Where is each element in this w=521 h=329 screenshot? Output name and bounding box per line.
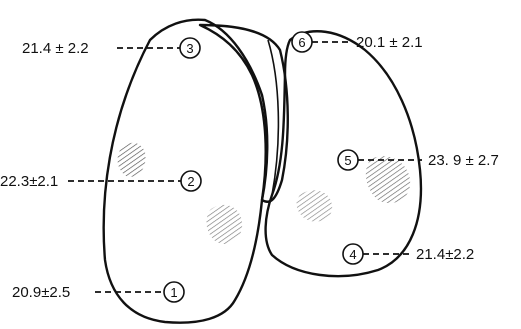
marker-6: 6 20.1 ± 2.1 [292,32,423,52]
marker-3-label: 3 [186,41,193,56]
left-lobe-shading-mid [207,205,243,244]
left-lobe-shading-dark [118,143,146,177]
middle-segment [200,25,288,202]
marker-2: 22.3±2.1 2 [0,171,201,191]
marker-3: 21.4 ± 2.2 3 [22,38,200,58]
marker-4-label: 4 [349,247,356,262]
marker-1: 20.9±2.5 1 [12,282,184,302]
marker-3-value: 21.4 ± 2.2 [22,40,89,57]
right-lobe-shading-dark [366,156,410,203]
marker-2-label: 2 [187,174,194,189]
marker-1-label: 1 [170,285,177,300]
marker-2-value: 22.3±2.1 [0,173,58,190]
left-lobe [104,20,268,323]
marker-5-label: 5 [344,153,351,168]
marker-6-value: 20.1 ± 2.1 [356,34,423,51]
marker-6-label: 6 [298,35,305,50]
right-lobe-shading-mid [297,190,333,221]
marker-1-value: 20.9±2.5 [12,284,70,301]
middle-fold-line [268,40,278,195]
marker-5-value: 23. 9 ± 2.7 [428,152,499,169]
marker-4: 4 21.4±2.2 [343,244,474,264]
marker-4-value: 21.4±2.2 [416,246,474,263]
